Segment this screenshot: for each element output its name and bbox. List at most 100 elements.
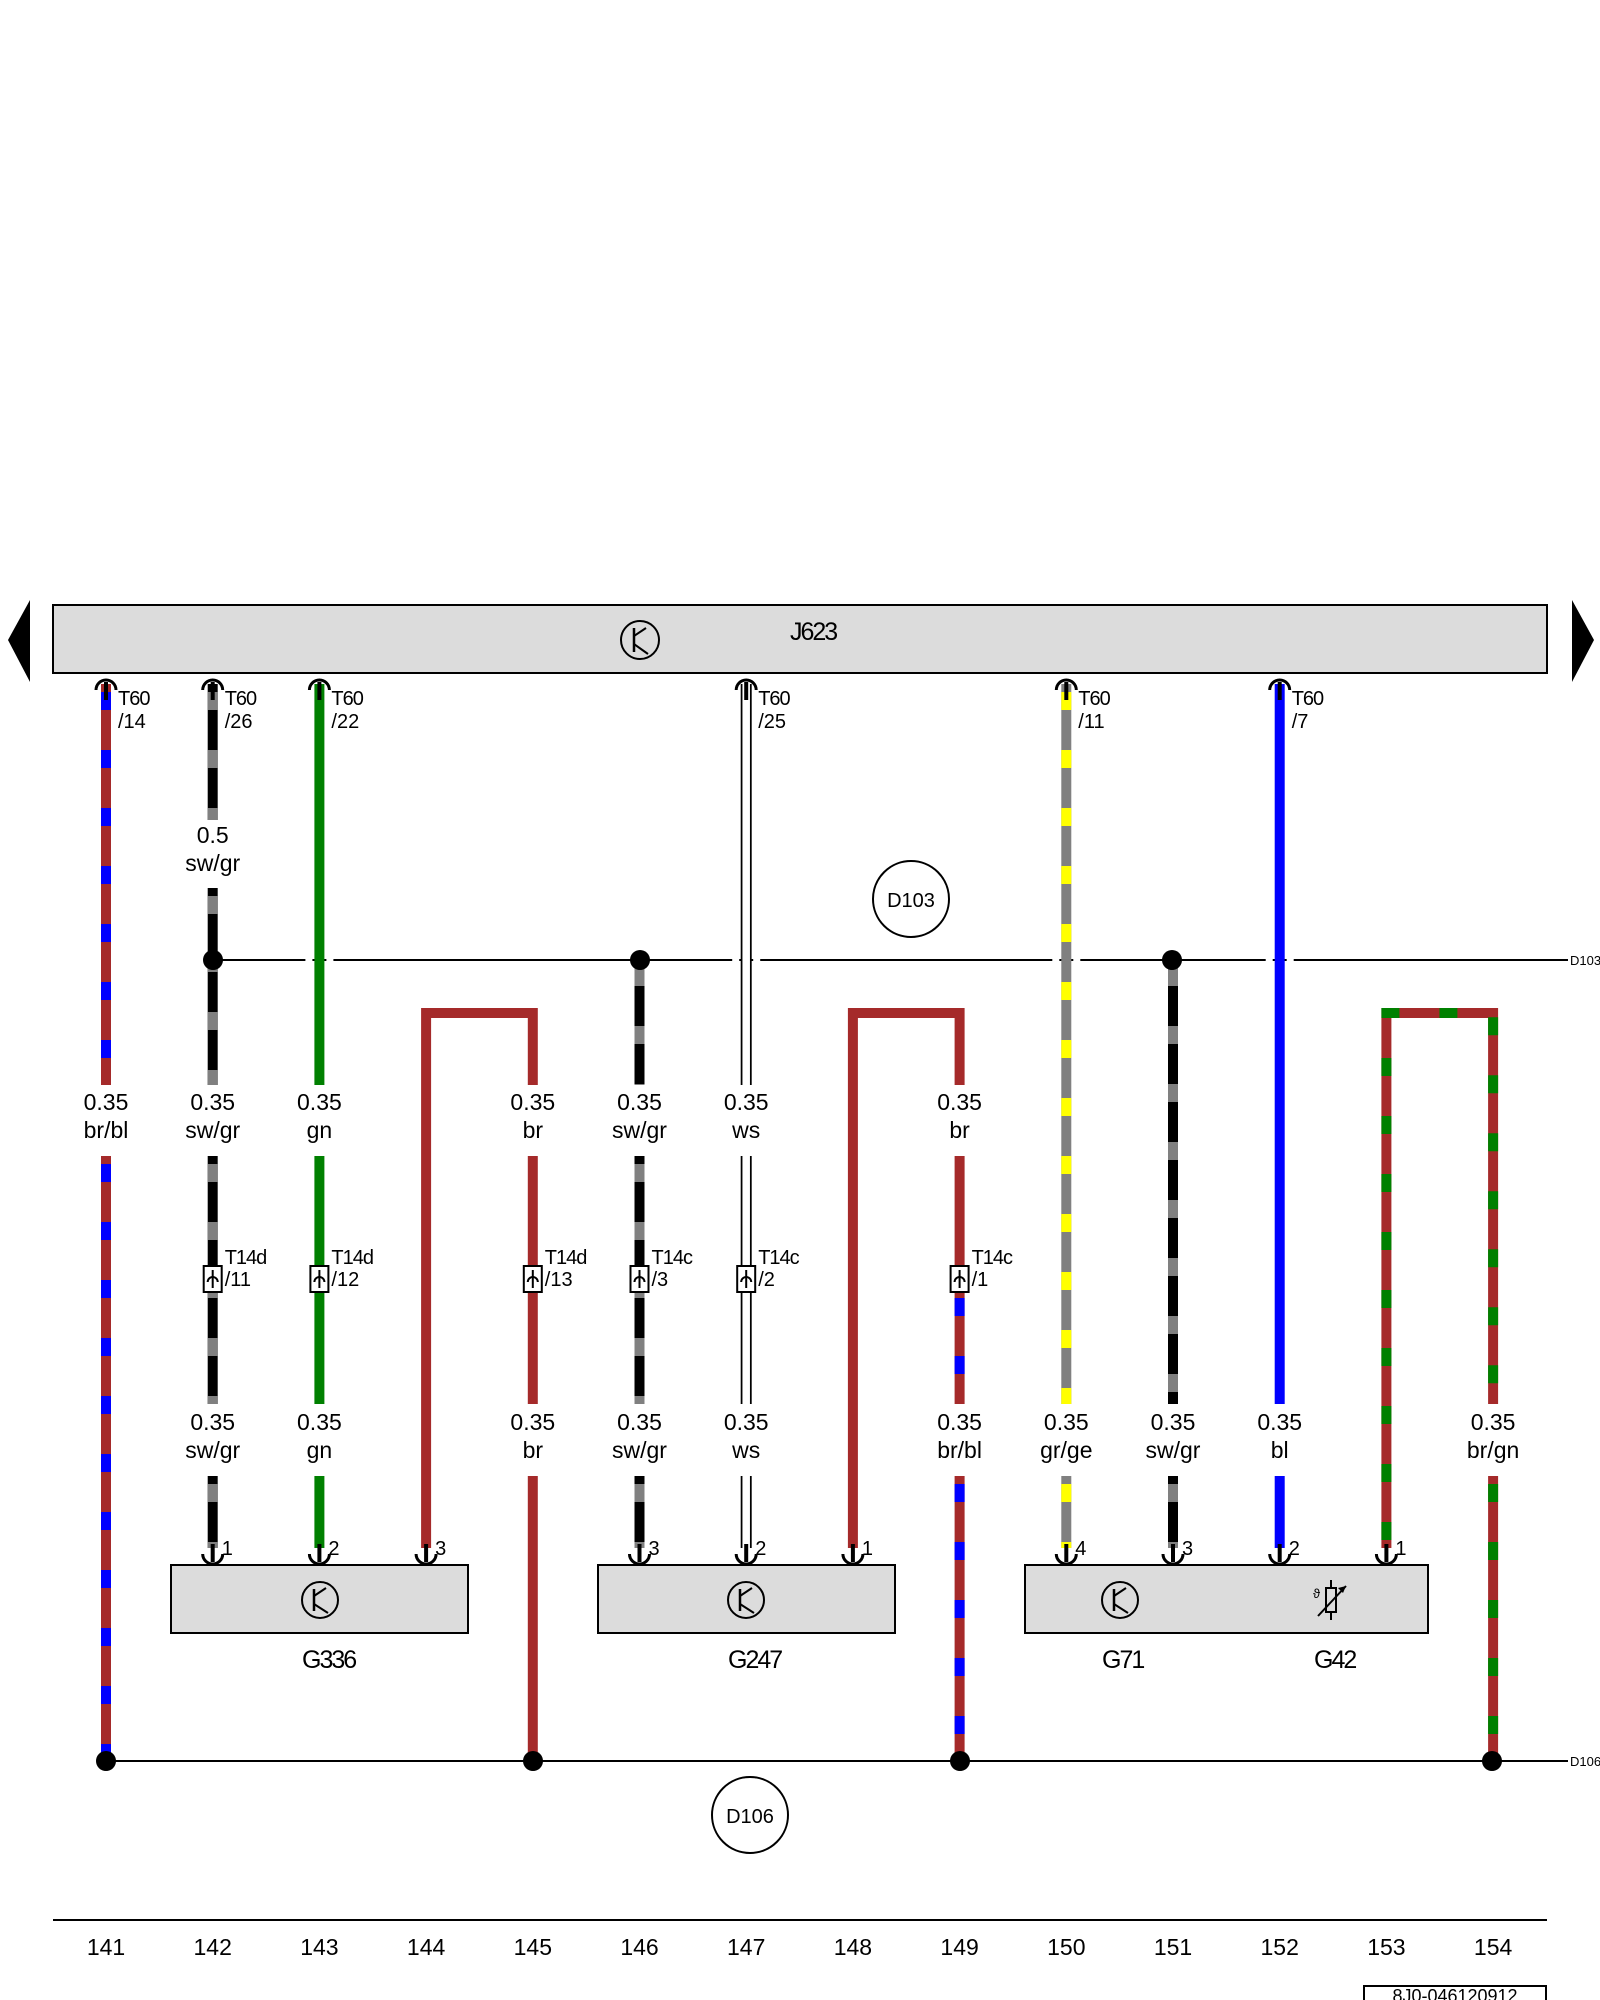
- svg-text:0.35: 0.35: [510, 1409, 555, 1435]
- control-unit-label: J623: [790, 618, 837, 646]
- junction-dot: [1162, 950, 1182, 970]
- component-pin: 2: [307, 1538, 340, 1566]
- component-pin: 3: [1161, 1538, 1193, 1566]
- column-number: 144: [407, 1934, 446, 1960]
- junction-dot: [950, 1751, 970, 1771]
- reference-box: 8J0-046120912: [1363, 1985, 1547, 2000]
- wires: [101, 684, 1499, 1761]
- connector-t14c: T14c/3: [629, 1247, 694, 1293]
- column-number: 142: [194, 1934, 232, 1960]
- column-number: 149: [940, 1934, 978, 1960]
- transistor-icon: [620, 620, 660, 660]
- component-pin: 1: [1374, 1538, 1407, 1566]
- svg-text:2: 2: [1289, 1538, 1300, 1560]
- svg-text:8J0-046120912: 8J0-046120912: [1392, 1986, 1517, 2000]
- svg-text:0.35: 0.35: [937, 1409, 982, 1435]
- svg-text:/3: /3: [652, 1269, 669, 1291]
- svg-text:/11: /11: [225, 1269, 251, 1291]
- svg-text:br/gn: br/gn: [1467, 1437, 1519, 1463]
- circle-d106: D106: [711, 1776, 789, 1854]
- svg-text:/25: /25: [758, 711, 786, 733]
- svg-text:0.35: 0.35: [1044, 1409, 1089, 1435]
- column-number: 153: [1367, 1934, 1405, 1960]
- svg-text:bl: bl: [1271, 1437, 1289, 1463]
- junction-dot: [523, 1751, 543, 1771]
- column-number: 148: [834, 1934, 872, 1960]
- svg-text:ws: ws: [731, 1437, 760, 1463]
- svg-text:T14c: T14c: [972, 1247, 1013, 1269]
- svg-text:/26: /26: [225, 711, 253, 733]
- column-number: 141: [87, 1934, 125, 1960]
- column-number: 145: [514, 1934, 552, 1960]
- bus-edge-label-d103: D103: [1570, 953, 1600, 968]
- component-g71-g42: ϑ G71 G42: [1024, 1564, 1429, 1674]
- svg-text:br: br: [949, 1117, 970, 1143]
- wire-labels: 0.5sw/gr0.35br/bl0.35sw/gr0.35gn0.35br0.…: [84, 822, 1520, 1463]
- svg-text:br/bl: br/bl: [84, 1117, 129, 1143]
- svg-text:T60: T60: [225, 688, 257, 710]
- svg-text:T14d: T14d: [225, 1247, 267, 1269]
- svg-text:T14c: T14c: [758, 1247, 799, 1269]
- thermistor-icon: ϑ: [1313, 1580, 1347, 1620]
- wire-144-145: [421, 1008, 538, 1548]
- arrow-right-icon[interactable]: [1572, 600, 1594, 682]
- svg-text:gn: gn: [307, 1117, 333, 1143]
- svg-text:0.35: 0.35: [1471, 1409, 1516, 1435]
- svg-text:1: 1: [222, 1538, 233, 1560]
- svg-text:0.35: 0.35: [510, 1089, 555, 1115]
- svg-text:/14: /14: [118, 711, 146, 733]
- connector-t14d: T14d/12: [309, 1247, 374, 1293]
- svg-text:0.35: 0.35: [617, 1089, 662, 1115]
- column-number: 143: [300, 1934, 338, 1960]
- svg-text:3: 3: [1182, 1538, 1193, 1560]
- svg-text:3: 3: [435, 1538, 446, 1560]
- svg-text:/2: /2: [758, 1269, 775, 1291]
- svg-text:0.5: 0.5: [197, 822, 229, 848]
- svg-text:0.35: 0.35: [190, 1089, 235, 1115]
- component-label: G247: [728, 1646, 782, 1674]
- junction-dot: [203, 950, 223, 970]
- junction-dot: [630, 950, 650, 970]
- svg-text:sw/gr: sw/gr: [185, 1117, 240, 1143]
- circle-d103: D103: [872, 860, 950, 938]
- svg-text:br: br: [523, 1117, 544, 1143]
- arrow-left-icon[interactable]: [8, 600, 30, 682]
- component-pin: 3: [414, 1538, 446, 1566]
- connector-t60: T60/11: [1054, 678, 1112, 733]
- transistor-icon: [1101, 1581, 1139, 1619]
- svg-text:0.35: 0.35: [190, 1409, 235, 1435]
- svg-text:/13: /13: [545, 1269, 573, 1291]
- svg-text:T60: T60: [331, 688, 363, 710]
- svg-text:/12: /12: [331, 1269, 359, 1291]
- wire-148-149: [847, 1008, 965, 1548]
- transistor-icon: [727, 1581, 765, 1619]
- svg-text:0.35: 0.35: [617, 1409, 662, 1435]
- svg-text:0.35: 0.35: [724, 1409, 769, 1435]
- column-number: 146: [620, 1934, 658, 1960]
- svg-text:1: 1: [1395, 1538, 1406, 1560]
- svg-text:T14d: T14d: [331, 1247, 373, 1269]
- column-number: 147: [727, 1934, 765, 1960]
- svg-text:0.35: 0.35: [1257, 1409, 1302, 1435]
- wire-153-154: [1381, 1008, 1499, 1548]
- svg-text:T60: T60: [118, 688, 150, 710]
- component-g247: G247: [597, 1564, 896, 1674]
- junction-dots: [96, 950, 1502, 1771]
- junction-dot: [1482, 1751, 1502, 1771]
- svg-text:T14d: T14d: [545, 1247, 587, 1269]
- component-pin: 2: [1268, 1538, 1300, 1566]
